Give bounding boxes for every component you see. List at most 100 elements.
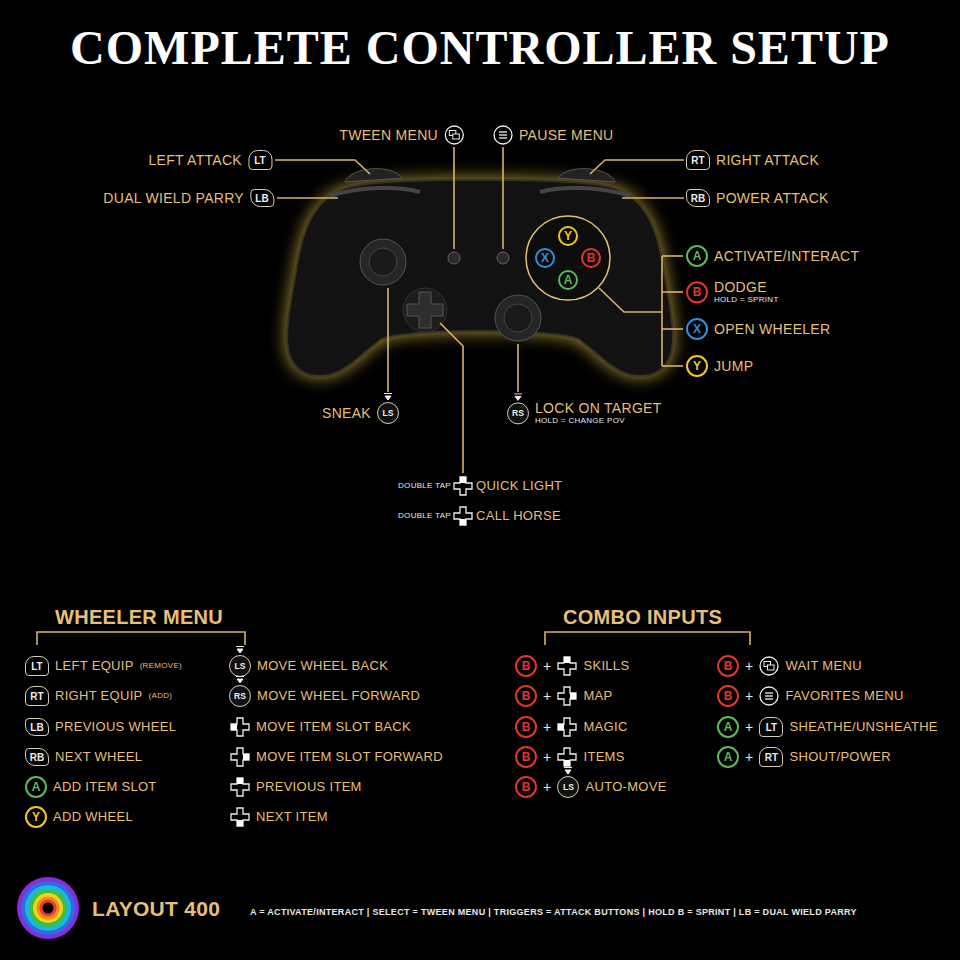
- dpad-icon: [557, 656, 577, 676]
- button-text: RT: [765, 752, 778, 763]
- button-text: Y: [693, 359, 701, 373]
- button-text: X: [541, 251, 549, 265]
- leader-line: [517, 344, 519, 392]
- label-text: FAVORITES MENU: [785, 689, 903, 704]
- stick-badge: RS: [229, 685, 251, 707]
- logo-ring: [40, 900, 57, 917]
- right-bumper: [540, 188, 630, 196]
- label-text: DOUBLE TAP: [398, 481, 451, 490]
- legend-row: YADD WHEEL: [25, 806, 133, 828]
- button-badge: Y: [25, 806, 47, 828]
- button-badge: X: [686, 318, 708, 340]
- button-badge: Y: [686, 355, 708, 377]
- button-text: A: [724, 720, 733, 734]
- leader-line: [37, 632, 245, 645]
- label-stack: DODGEHOLD = SPRINT: [714, 279, 779, 304]
- press-arrow: [235, 676, 245, 684]
- button-text: RB: [30, 752, 44, 763]
- button-text: B: [522, 750, 531, 764]
- button-badge: B: [717, 655, 739, 677]
- label-text: QUICK LIGHT: [476, 479, 562, 494]
- label-text: CALL HORSE: [476, 509, 561, 524]
- face-button: A: [558, 270, 578, 290]
- label-text: PAUSE MENU: [519, 127, 614, 143]
- button-text: LT: [31, 661, 42, 672]
- title: COMPLETE CONTROLLER SETUP: [0, 22, 960, 75]
- dpad-outline: [454, 507, 472, 525]
- legend-row: RTRIGHT EQUIP(ADD): [25, 686, 172, 706]
- dpad-icon: [230, 807, 250, 827]
- label-text: ITEMS: [583, 750, 624, 765]
- face-button: B: [581, 248, 601, 268]
- legend-row: RTRIGHT ATTACK: [686, 150, 819, 170]
- dpad-well: [403, 288, 447, 332]
- label-text: +: [745, 719, 753, 735]
- legend-row: B+LSAUTO-MOVE: [515, 776, 667, 798]
- button-badge: B: [686, 281, 708, 303]
- dpad-outline: [231, 748, 249, 766]
- label-text: MAGIC: [583, 720, 627, 735]
- legend-row: A: [558, 270, 578, 290]
- controller-body: [287, 180, 673, 376]
- legend-row: COMBO INPUTS: [563, 606, 722, 629]
- button-text: RT: [691, 155, 704, 166]
- label-text: HOLD = CHANGE POV: [535, 416, 662, 425]
- legend-row: MOVE ITEM SLOT BACK: [230, 717, 411, 737]
- tween-icon: [444, 125, 464, 145]
- legend-row: RB POWER ATTACK: [686, 189, 829, 207]
- label-text: +: [543, 719, 551, 735]
- bumper-badge: RB: [686, 189, 710, 207]
- trigger-badge: RT: [686, 150, 710, 170]
- label-text: JUMP: [714, 358, 753, 374]
- icon-bar: [765, 692, 773, 693]
- press-arrow: [513, 393, 523, 401]
- legend-row: B+WAIT MENU: [717, 655, 862, 677]
- label-text: DODGE: [714, 279, 779, 295]
- button-text: X: [693, 322, 701, 336]
- label-text: RIGHT EQUIP: [55, 689, 143, 704]
- button-text: RS: [234, 691, 246, 701]
- dpad-icon: [230, 717, 250, 737]
- dpad-direction: [564, 760, 570, 766]
- press-arrow: [383, 393, 393, 401]
- label-text: DOUBLE TAP: [398, 511, 451, 520]
- label-text: SKILLS: [583, 659, 629, 674]
- legend-row: A+RTSHOUT/POWER: [717, 746, 891, 768]
- trigger-badge: LT: [25, 656, 49, 676]
- label-text: MOVE ITEM SLOT FORWARD: [256, 750, 443, 765]
- dpad: [407, 292, 443, 328]
- label-text: POWER ATTACK: [716, 190, 829, 206]
- label-text: LEFT ATTACK: [148, 152, 242, 168]
- dpad-icon: [453, 506, 473, 526]
- button-text: LS: [563, 782, 574, 792]
- trigger-badge: LT: [759, 717, 783, 737]
- legend-row: B+MAGIC: [515, 716, 628, 738]
- left-trigger: [345, 169, 402, 182]
- legend-row: B+SKILLS: [515, 655, 629, 677]
- logo-ring: [17, 877, 79, 939]
- section-heading: WHEELER MENU: [55, 606, 223, 629]
- label-text: SHOUT/POWER: [789, 750, 891, 765]
- label-text: +: [745, 688, 753, 704]
- legend-row: AADD ITEM SLOT: [25, 776, 157, 798]
- stick-badge: RS: [507, 402, 529, 424]
- right-stick-cap: [504, 304, 532, 332]
- icon-bar: [765, 698, 773, 699]
- legend-row: [453, 506, 473, 526]
- icon-ring: [445, 126, 463, 144]
- label-text: MOVE WHEEL FORWARD: [257, 689, 420, 704]
- legend-row: LAYOUT 400: [92, 897, 220, 921]
- icon-bar: [499, 134, 507, 135]
- press-arrow-shape: [564, 768, 572, 775]
- dpad-icon: [557, 747, 577, 767]
- dpad-icon: [557, 717, 577, 737]
- bumper-badge: LB: [25, 718, 49, 736]
- legend-row: Y JUMP: [686, 355, 753, 377]
- legend-row: XOPEN WHEELER: [686, 318, 830, 340]
- label-text: LEFT EQUIP: [55, 659, 134, 674]
- legend-row: RS MOVE WHEEL FORWARD: [229, 685, 420, 707]
- label-text: (REMOVE): [140, 661, 182, 670]
- footer-note: A = ACTIVATE/INTERACT | SELECT = TWEEN M…: [250, 907, 857, 917]
- leader-line: [662, 291, 683, 293]
- leader-line: [662, 365, 683, 367]
